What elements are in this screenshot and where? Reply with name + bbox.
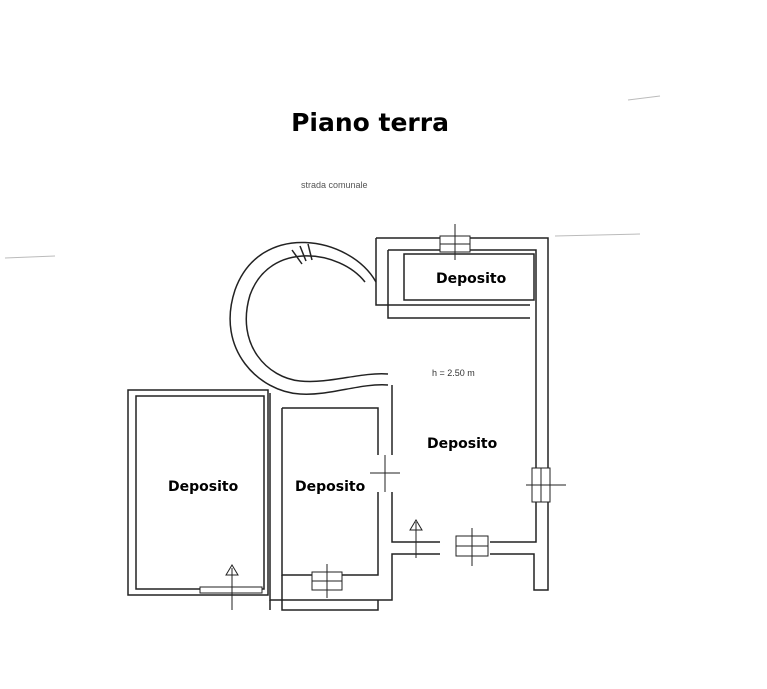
- partition-wall-lower: [391, 492, 440, 543]
- openings: [199, 224, 566, 598]
- right-wing-inner-wall: [388, 249, 537, 543]
- round-stair-outer: [229, 241, 389, 395]
- entry-arrows: [225, 519, 423, 610]
- corridor-wall: [375, 238, 530, 306]
- bottom-walls: [269, 575, 379, 611]
- middle-room-top-wall: [282, 407, 379, 455]
- middle-room-outer-wall: [269, 393, 440, 601]
- plan-title: Piano terra: [291, 108, 449, 137]
- faint-scan-lines: [4, 95, 661, 259]
- left-door: [199, 586, 263, 594]
- room-label-top: Deposito: [436, 271, 507, 287]
- room-label-left: Deposito: [168, 479, 239, 495]
- top-store-room: [403, 253, 535, 301]
- ceiling-height-label: h = 2.50 m: [432, 368, 475, 378]
- round-stair-inner: [245, 255, 389, 383]
- street-label: strada comunale: [301, 180, 368, 190]
- room-label-main: Deposito: [427, 436, 498, 452]
- left-room-outer: [127, 389, 269, 596]
- room-label-middle: Deposito: [295, 479, 366, 495]
- right-wing-outer-wall: [376, 237, 549, 591]
- corridor-wall-2: [387, 250, 530, 319]
